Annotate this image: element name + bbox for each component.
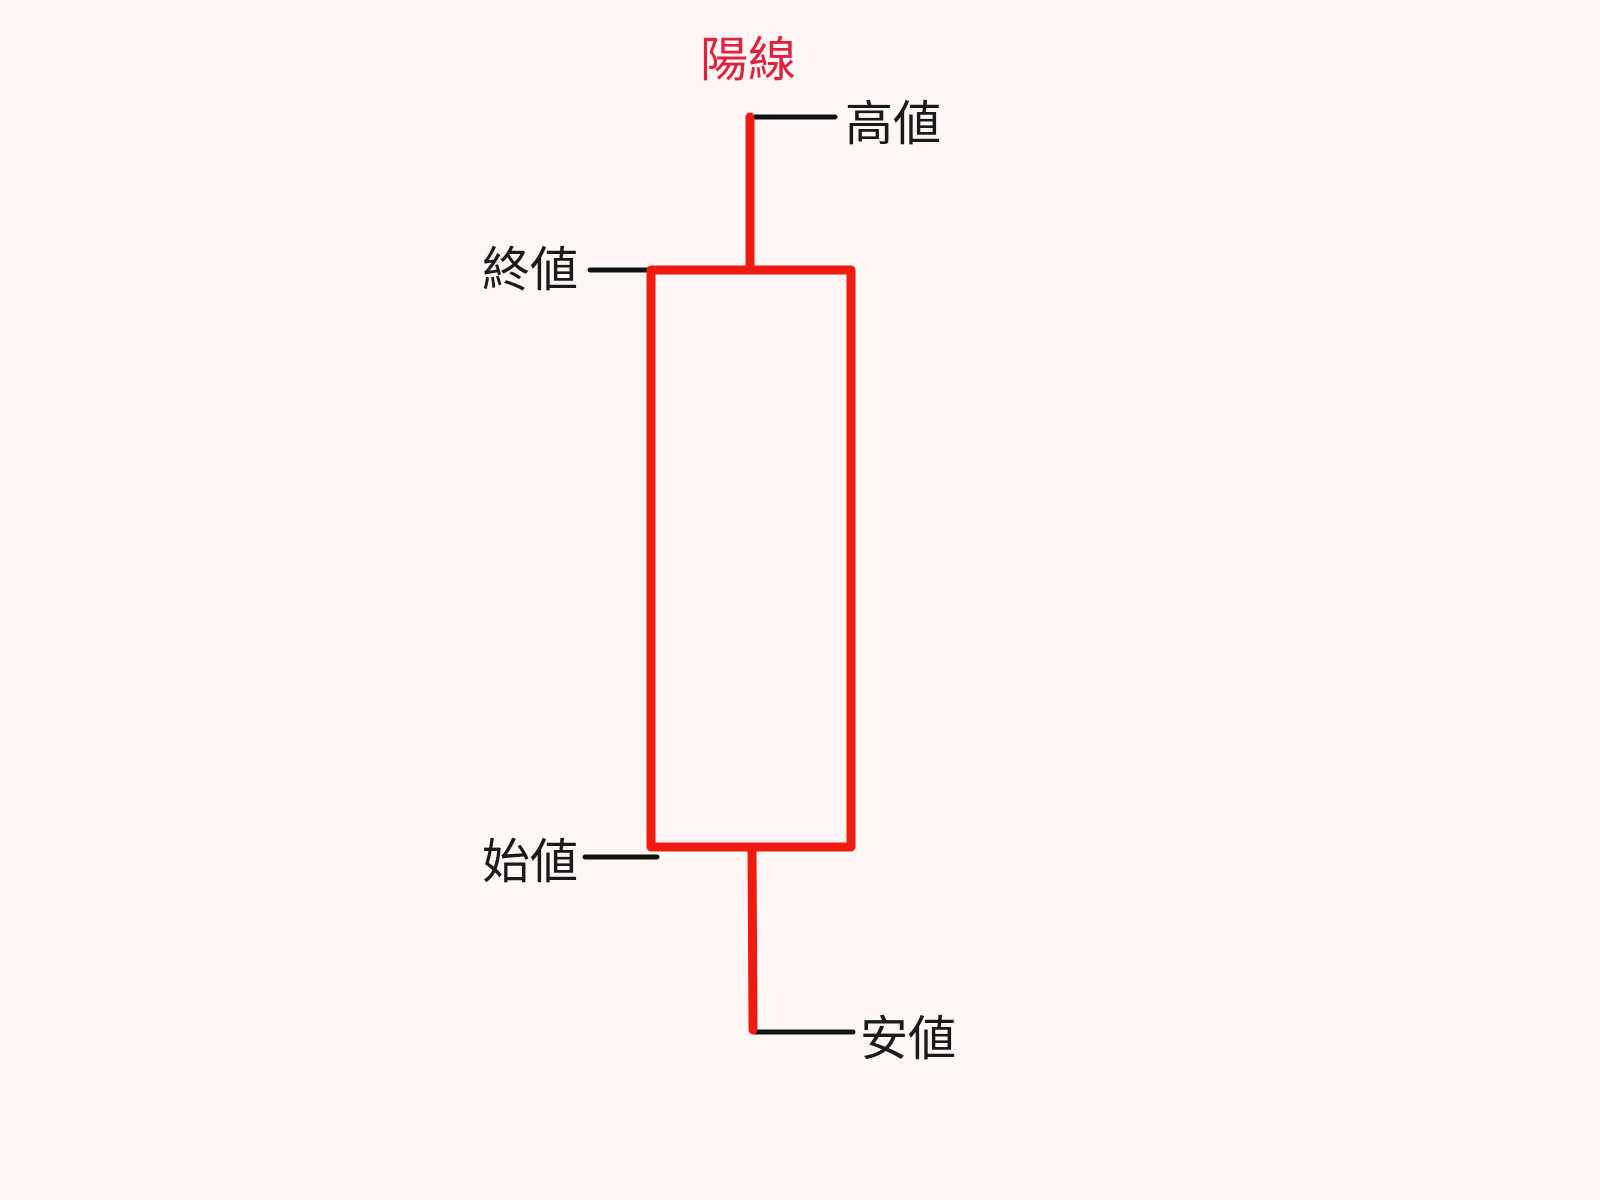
close-label: 終値 <box>482 242 579 298</box>
lower-wick <box>747 845 758 1035</box>
low-label: 安値 <box>860 1011 957 1067</box>
open-label: 始値 <box>482 834 579 890</box>
diagram-title: 陽線 <box>700 32 797 88</box>
high-label: 高値 <box>845 96 942 152</box>
candle-body <box>646 265 856 852</box>
